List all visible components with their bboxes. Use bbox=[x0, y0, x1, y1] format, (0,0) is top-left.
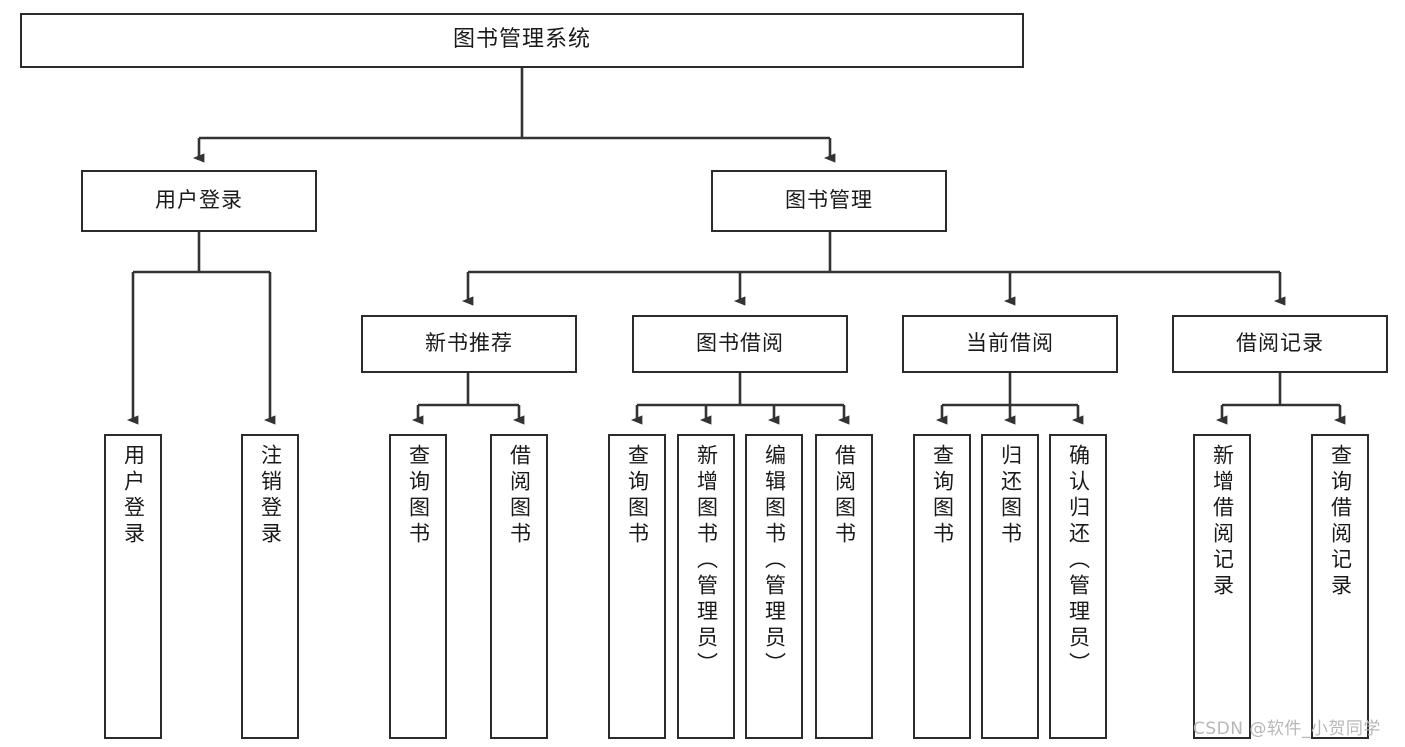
node-book-borrow-label: 图书借阅 bbox=[696, 331, 784, 356]
node-leaf-logout-login[interactable]: 注销登录 bbox=[241, 434, 299, 739]
node-new-book-recommend-label: 新书推荐 bbox=[425, 331, 513, 356]
node-book-manage[interactable]: 图书管理 bbox=[711, 170, 947, 232]
node-leaf-edit-book-label: 编辑图书（管理员） bbox=[762, 444, 787, 678]
node-leaf-add-book[interactable]: 新增图书（管理员） bbox=[677, 434, 735, 739]
watermark: CSDN @软件_小贺同学 bbox=[1193, 719, 1381, 739]
node-user-login-label: 用户登录 bbox=[155, 188, 243, 213]
node-leaf-return-book[interactable]: 归还图书 bbox=[981, 434, 1039, 739]
node-leaf-add-record-label: 新增借阅记录 bbox=[1210, 444, 1235, 600]
node-leaf-borrow-book-2[interactable]: 借阅图书 bbox=[815, 434, 873, 739]
node-root-label: 图书管理系统 bbox=[452, 27, 591, 53]
node-borrow-record-label: 借阅记录 bbox=[1236, 331, 1324, 356]
node-leaf-user-login-label: 用户登录 bbox=[121, 444, 146, 548]
node-leaf-query-record-label: 查询借阅记录 bbox=[1328, 444, 1353, 600]
node-book-borrow[interactable]: 图书借阅 bbox=[632, 315, 848, 373]
node-leaf-confirm-return-label: 确认归还（管理员） bbox=[1066, 444, 1091, 678]
node-leaf-query-book-2-label: 查询图书 bbox=[625, 444, 650, 548]
node-leaf-confirm-return[interactable]: 确认归还（管理员） bbox=[1049, 434, 1107, 739]
node-leaf-borrow-book-1-label: 借阅图书 bbox=[507, 444, 532, 548]
node-leaf-borrow-book-1[interactable]: 借阅图书 bbox=[490, 434, 548, 739]
node-leaf-query-book-3-label: 查询图书 bbox=[930, 444, 955, 548]
node-leaf-query-book-2[interactable]: 查询图书 bbox=[608, 434, 666, 739]
node-borrow-record[interactable]: 借阅记录 bbox=[1172, 315, 1388, 373]
node-current-borrow[interactable]: 当前借阅 bbox=[902, 315, 1118, 373]
node-leaf-return-book-label: 归还图书 bbox=[998, 444, 1023, 548]
node-leaf-user-login[interactable]: 用户登录 bbox=[104, 434, 162, 739]
node-new-book-recommend[interactable]: 新书推荐 bbox=[361, 315, 577, 373]
node-leaf-edit-book[interactable]: 编辑图书（管理员） bbox=[745, 434, 803, 739]
node-leaf-borrow-book-2-label: 借阅图书 bbox=[832, 444, 857, 548]
node-root[interactable]: 图书管理系统 bbox=[20, 13, 1024, 68]
node-leaf-query-book-1-label: 查询图书 bbox=[406, 444, 431, 548]
node-leaf-add-record[interactable]: 新增借阅记录 bbox=[1193, 434, 1251, 739]
node-current-borrow-label: 当前借阅 bbox=[966, 331, 1054, 356]
node-leaf-add-book-label: 新增图书（管理员） bbox=[694, 444, 719, 678]
node-leaf-query-book-1[interactable]: 查询图书 bbox=[389, 434, 447, 739]
node-user-login[interactable]: 用户登录 bbox=[81, 170, 317, 232]
node-leaf-query-record[interactable]: 查询借阅记录 bbox=[1311, 434, 1369, 739]
node-leaf-query-book-3[interactable]: 查询图书 bbox=[913, 434, 971, 739]
node-book-manage-label: 图书管理 bbox=[785, 188, 873, 213]
node-leaf-logout-login-label: 注销登录 bbox=[258, 444, 283, 548]
